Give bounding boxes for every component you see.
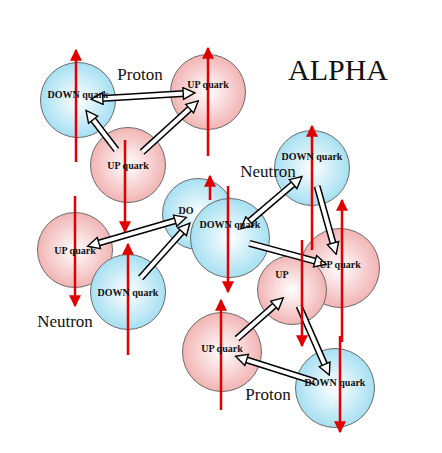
arrow-outline: [90, 115, 117, 150]
force-arrow: [93, 219, 180, 245]
arrow-outline: [142, 105, 194, 152]
spin-arrow: [220, 300, 223, 410]
arrow-outline: [241, 358, 316, 382]
spin-arrow: [311, 126, 314, 250]
quark-label: DOWN quark: [48, 89, 109, 100]
arrow-outline: [93, 219, 180, 245]
force-arrow: [317, 186, 334, 248]
circle-outline: [295, 348, 375, 428]
arrow-body: [142, 105, 194, 152]
arrow-body: [97, 93, 189, 99]
arrow-outline: [249, 243, 320, 262]
force-arrow: [141, 227, 186, 277]
force-arrow: [97, 93, 189, 99]
quark-label: UP quark: [201, 343, 242, 354]
spin-group: [75, 48, 342, 432]
nucleon-label: Proton: [117, 65, 162, 85]
quark-shape: [296, 349, 375, 428]
arrow-body: [93, 219, 180, 245]
quark-circle: DOWN quark: [295, 348, 375, 428]
force-arrow: [142, 105, 194, 152]
spin-arrow: [74, 196, 77, 306]
spin-arrow: [127, 244, 130, 355]
quark-label: UP: [275, 269, 288, 280]
spin-arrow: [301, 240, 304, 346]
arrow-outline: [317, 186, 334, 248]
force-arrow: [237, 302, 279, 339]
nucleon-label: Neutron: [37, 312, 93, 332]
quark-label: UP quark: [187, 79, 228, 90]
arrow-body: [237, 302, 279, 339]
arrow-outline: [97, 93, 189, 99]
quark-label: UP quark: [54, 245, 95, 256]
nucleon-label: Proton: [245, 385, 290, 405]
quark-label: UP quark: [319, 259, 360, 270]
spin-arrow: [207, 48, 210, 156]
spin-arrow: [75, 50, 78, 162]
arrow-outline: [141, 227, 186, 277]
quark-label: DOWN quark: [98, 287, 159, 298]
spin-arrow: [341, 200, 344, 342]
quark-label: DOWN quark: [282, 151, 343, 162]
quark-label: DO: [179, 205, 194, 216]
arrow-body: [241, 358, 316, 382]
quark-label: DOWN quark: [200, 219, 261, 230]
spin-arrow: [124, 140, 127, 232]
spin-arrow: [339, 336, 342, 432]
force-arrow: [90, 115, 117, 150]
arrow-outline: [237, 302, 279, 339]
force-arrow: [245, 180, 297, 225]
arrow-outline: [245, 180, 297, 225]
arrow-body: [90, 115, 117, 150]
arrow-body: [141, 227, 186, 277]
force-arrow: [249, 243, 320, 262]
spin-arrow: [209, 176, 212, 200]
arrow-body: [249, 243, 320, 262]
spin-arrow: [227, 186, 230, 292]
force-arrow: [241, 358, 316, 382]
quark-label: DOWN quark: [305, 377, 366, 388]
nucleon-label: Neutron: [240, 162, 296, 182]
arrow-body: [317, 186, 334, 248]
arrow-body: [245, 180, 297, 225]
quark-label: UP quark: [107, 160, 148, 171]
title: ALPHA: [288, 53, 388, 87]
